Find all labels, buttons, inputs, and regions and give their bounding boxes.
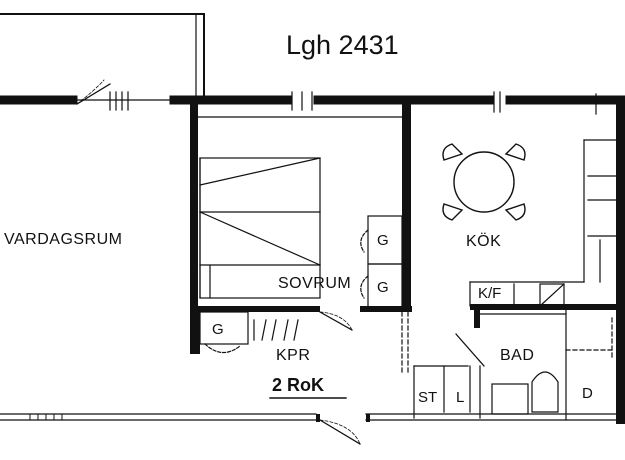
linen-label: L	[456, 389, 465, 406]
storage-label: ST	[418, 389, 438, 406]
balcony-outline	[0, 13, 205, 99]
apartment-type: 2 RoK	[272, 375, 325, 395]
room-hallway: KPR	[276, 347, 311, 364]
plan-title: Lgh 2431	[286, 30, 399, 60]
exterior-wall-right	[616, 96, 625, 424]
closet-g-lower: G	[377, 279, 389, 296]
room-living: VARDAGSRUM	[4, 231, 123, 248]
hallway-closet	[199, 311, 299, 354]
fridge-freezer-label: K/F	[478, 285, 502, 302]
entrance-door	[319, 419, 361, 445]
room-kitchen: KÖK	[466, 233, 502, 250]
wall-living-bedroom	[190, 104, 198, 354]
exterior-wall-bottom	[0, 413, 617, 422]
wall-bedroom-kitchen	[402, 104, 411, 308]
dining-table	[442, 143, 526, 221]
kitchen-counters	[469, 139, 617, 307]
dryer-label: D	[582, 385, 593, 402]
room-bedroom: SOVRUM	[278, 275, 352, 292]
closet-g-upper: G	[377, 232, 389, 249]
closet-g-hallway: G	[212, 321, 224, 338]
room-bath: BAD	[500, 347, 535, 364]
bath-fixtures	[413, 309, 613, 421]
bed	[199, 157, 321, 299]
exterior-wall-top	[0, 91, 625, 115]
